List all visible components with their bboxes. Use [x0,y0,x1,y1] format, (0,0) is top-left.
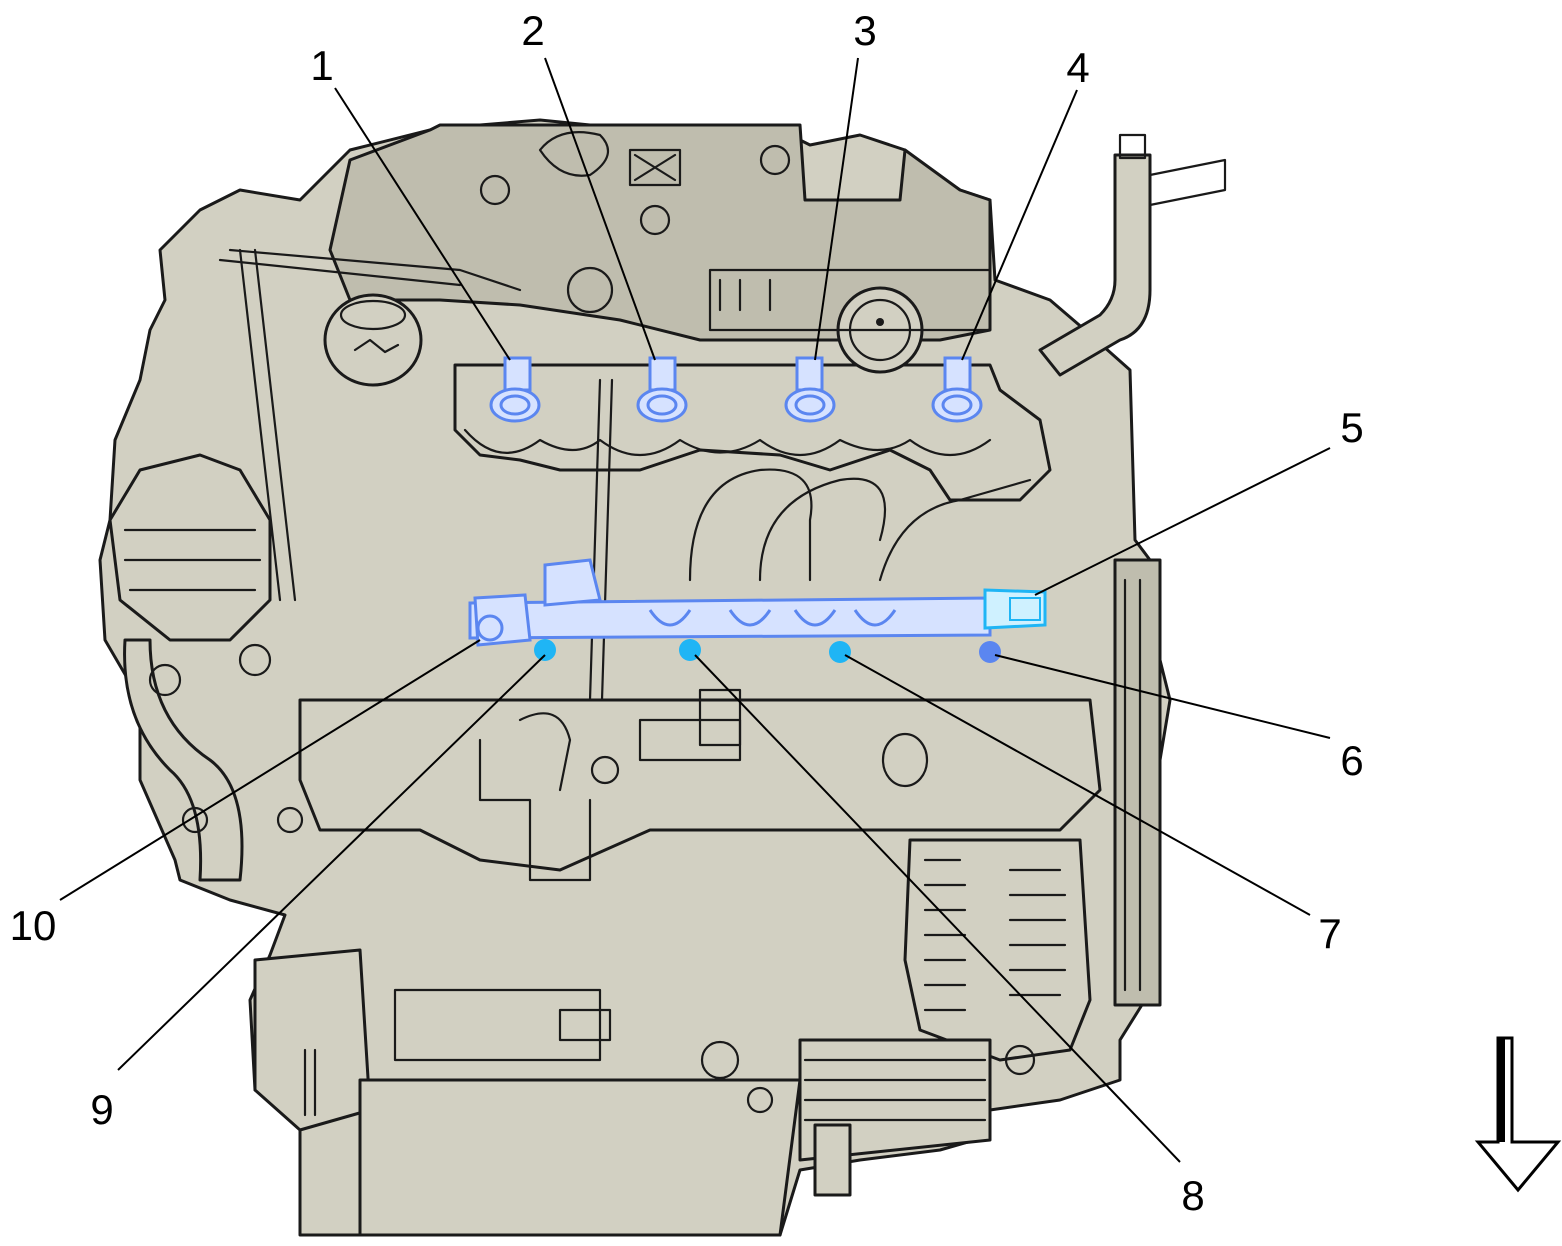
leader-6 [994,654,1331,739]
callout-7: 7 [1318,910,1341,957]
leader-7 [844,654,1311,916]
callout-8: 8 [1181,1172,1204,1219]
cover-bolt-1 [479,174,511,206]
rail-pressure-sensor [983,588,1047,630]
injector-3 [784,356,836,423]
injector-1 [489,356,541,423]
callout-1: 1 [310,42,333,89]
coolant-hose [1038,153,1152,377]
heat-shield [298,698,1102,872]
fuel-line-a [688,468,813,582]
oil-filler-cap [323,293,423,387]
leader-9 [117,654,546,1071]
egr-pipe [123,638,244,882]
leader-1 [334,87,511,361]
egr-flange-bolt-2 [238,643,272,677]
shield-bolt [590,755,620,785]
fuel-system-highlight [468,356,1047,702]
drain-plug [813,1123,852,1197]
upper-left-lines [218,248,522,292]
fuel-rail [468,596,992,640]
oil-cap-rim [339,299,407,331]
alternator [903,838,1092,1062]
rail-bolt-9 [534,639,556,661]
callout-10: 10 [10,902,57,949]
hose-bracket [1148,158,1227,207]
cover-bolt-2 [639,204,671,236]
injector-4 [931,356,983,423]
oil-pan [358,1078,802,1237]
oil-cooler-plates [803,1058,987,1122]
shield-bolt-boss [881,732,929,788]
sensor-connector [1009,597,1041,621]
callout-2: 2 [521,7,544,54]
pulley-grooves [1123,578,1142,992]
callout-5: 5 [1340,404,1363,451]
egr-fins [123,528,262,592]
egr-flange-bolt-4 [276,806,304,834]
rail-valve-nut [476,614,504,642]
lower-bolt-1 [700,1040,740,1080]
valve-cover [453,363,1052,502]
egr-housing [108,453,272,642]
cover-rib-slots [718,278,772,312]
leader-10 [59,639,481,901]
breather-cap-bolt [876,318,884,326]
lower-module [393,988,602,1062]
callout-4: 4 [1066,44,1089,91]
pulley [1113,558,1162,1007]
injector-2 [636,356,688,423]
starter-teeth [303,1048,317,1117]
leader-lines [59,57,1331,1163]
starter-motor [253,948,372,1132]
callout-6: 6 [1340,737,1363,784]
fuel-rail-inlet [543,558,602,607]
fuel-line-c [878,478,1032,582]
cover-bolt-4 [566,266,614,314]
alternator-fins-right [1008,868,1067,997]
down-arrow-icon [1474,1036,1562,1193]
cover-boss [538,131,610,177]
return-line [588,378,614,702]
leader-3 [814,57,859,361]
rail-bolt-7 [829,641,851,663]
shield-bracket [478,712,592,882]
egr-flange-bolt-3 [181,806,209,834]
cover-label-plate [628,148,682,187]
leader-2 [544,57,656,361]
lower-bolt-2 [746,1086,774,1114]
cover-rib [708,268,992,332]
vertical-pipe-left [238,248,297,602]
temp-sensor [698,688,742,747]
egr-flange-bolt-1 [148,663,182,697]
leader-4 [961,89,1078,361]
callout-numbers: 1 2 3 4 5 6 7 8 9 10 [10,7,1364,1219]
alternator-fins-left [923,858,967,1012]
cover-lobes [463,428,992,457]
lower-bolt-3 [1004,1044,1036,1076]
leader-8 [694,654,1181,1163]
hose-fitting [1118,133,1147,160]
lower-connector [558,1008,612,1042]
leader-5 [1034,447,1331,596]
callout-3: 3 [853,7,876,54]
shield-plate [638,718,742,762]
oil-cap-symbol [353,338,400,354]
rail-ports [648,609,897,627]
rail-bolt-6 [979,641,1001,663]
callout-9: 9 [90,1086,113,1133]
fuel-line-b [758,477,887,582]
cover-bolt-3 [759,144,791,176]
engine-illustration [98,118,1227,1237]
